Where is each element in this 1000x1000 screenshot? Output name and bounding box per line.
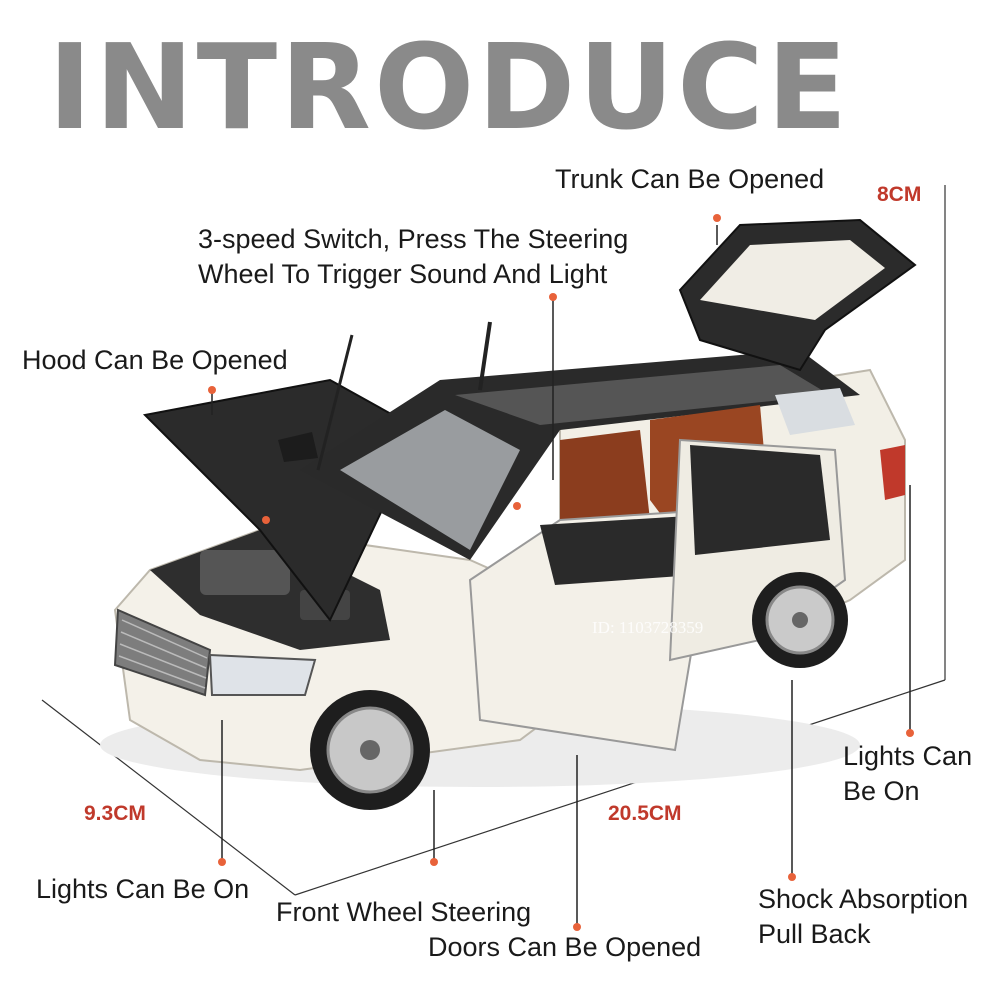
rear-lights-label-line1: Lights Can — [843, 741, 973, 771]
length-dimension: 20.5CM — [608, 802, 682, 825]
callout-lines — [211, 225, 911, 925]
shock-label-line2: Pull Back — [758, 918, 871, 949]
rear-lights-label-line2: Be On — [843, 775, 920, 806]
shock-label-line1: Shock Absorption — [758, 884, 969, 914]
switch-label: 3-speed Switch, Press The Steering Wheel… — [198, 222, 628, 291]
rear-lights-label: Lights Can Be On — [843, 739, 972, 808]
switch-label-line2: Wheel To Trigger Sound And Light — [198, 258, 608, 289]
hood-label: Hood Can Be Opened — [22, 345, 288, 375]
steering-label: Front Wheel Steering — [276, 897, 532, 927]
front-lights-label: Lights Can Be On — [36, 874, 250, 904]
dimension-lines — [41, 185, 946, 896]
switch-label-line1: 3-speed Switch, Press The Steering — [198, 224, 629, 254]
height-dimension: 8CM — [877, 183, 922, 206]
shock-label: Shock Absorption Pull Back — [758, 882, 968, 951]
callout-dots — [208, 214, 914, 931]
car-model — [113, 218, 917, 810]
watermark-text: ID: 1103728359 — [592, 618, 704, 637]
doors-label: Doors Can Be Opened — [428, 932, 702, 962]
trunk-label: Trunk Can Be Opened — [555, 164, 825, 194]
width-dimension: 9.3CM — [84, 802, 146, 825]
page-title: INTRODUCE — [48, 18, 851, 156]
